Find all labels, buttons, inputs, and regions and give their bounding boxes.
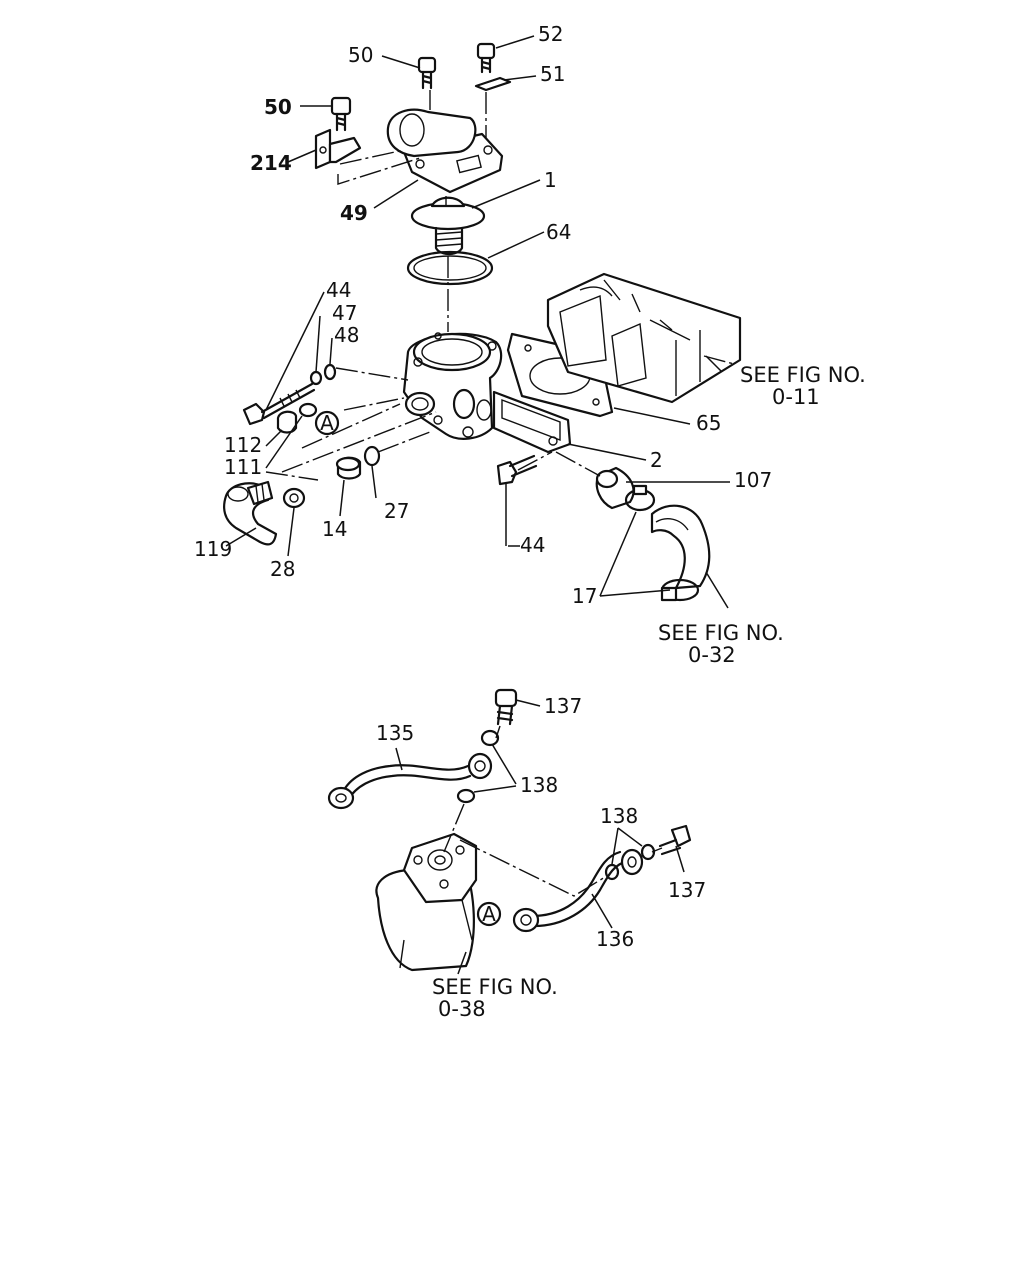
oil-pipe-136 (512, 848, 644, 933)
callout-51: 51 (540, 62, 565, 86)
callout-52: 52 (538, 22, 563, 46)
washer-138-top-a (480, 729, 500, 747)
marker-a-upper-text: A (320, 411, 334, 435)
callout-48: 48 (334, 323, 359, 347)
callout-136: 136 (596, 927, 634, 951)
washer-111 (298, 402, 318, 418)
washer-47 (309, 370, 323, 386)
gasket-64 (406, 250, 494, 286)
reference-fig-0-32-line2: 0-32 (688, 643, 736, 667)
callout-135: 135 (376, 721, 414, 745)
washer-138-top-b (456, 788, 476, 804)
washer-51 (474, 76, 512, 92)
callout-28: 28 (270, 557, 295, 581)
callout-50-left: 50 (264, 95, 292, 119)
marker-a-lower: A (476, 901, 502, 927)
callout-49: 49 (340, 201, 368, 225)
bolt-44-lower (496, 454, 538, 486)
callout-47: 47 (332, 301, 357, 325)
washer-138-right-b (640, 843, 656, 861)
reference-fig-0-11-line2: 0-11 (772, 385, 820, 409)
bolt-50-left (330, 96, 352, 132)
callout-44-top: 44 (326, 278, 351, 302)
reference-fig-0-38-line1: SEE FIG NO. (432, 975, 558, 999)
washer-27 (363, 445, 381, 467)
hose-joint-107 (595, 466, 635, 510)
callout-119: 119 (194, 537, 232, 561)
reference-fig-0-32-line1: SEE FIG NO. (658, 621, 784, 645)
cylinder-head (546, 272, 742, 404)
callout-107: 107 (734, 468, 772, 492)
water-outlet-housing (402, 332, 503, 440)
callout-14: 14 (322, 517, 347, 541)
callout-50-top: 50 (348, 43, 373, 67)
callout-214: 214 (250, 151, 292, 175)
eye-bolt-137-right (658, 824, 692, 856)
thermostat-1 (410, 196, 486, 256)
reference-fig-0-11: SEE FIG NO. 0-11 (740, 363, 866, 409)
grommet-28 (282, 487, 306, 509)
callout-27: 27 (384, 499, 409, 523)
callout-2: 2 (650, 448, 663, 472)
callout-65: 65 (696, 411, 721, 435)
reference-fig-0-38: SEE FIG NO. 0-38 (432, 975, 558, 1021)
callout-137-right: 137 (668, 878, 706, 902)
callout-44-bottom: 44 (520, 533, 545, 557)
callout-138-top: 138 (520, 773, 558, 797)
plug-14 (335, 456, 362, 480)
callout-112: 112 (224, 433, 262, 457)
marker-a-upper: A (314, 410, 340, 436)
bracket-214 (314, 128, 362, 170)
marker-a-lower-text: A (482, 902, 496, 926)
oil-pipe-135 (327, 752, 493, 810)
elbow-119 (223, 480, 278, 546)
pipe-flange-2 (492, 390, 572, 454)
washer-48 (323, 363, 337, 381)
callout-137-top: 137 (544, 694, 582, 718)
eye-bolt-137-top (494, 688, 518, 726)
callout-111: 111 (224, 455, 262, 479)
clamp-17-upper (624, 484, 656, 512)
bolt-44-upper (242, 382, 316, 426)
reference-fig-0-32: SEE FIG NO. 0-32 (658, 621, 784, 667)
callout-1: 1 (544, 168, 557, 192)
injection-pump (375, 832, 478, 972)
callout-17: 17 (572, 584, 597, 608)
thermostat-cover-49 (386, 108, 504, 194)
water-hose (650, 504, 711, 590)
callout-64: 64 (546, 220, 571, 244)
bolt-52 (476, 42, 496, 74)
reference-fig-0-38-line2: 0-38 (438, 997, 486, 1021)
bolt-50-top (417, 56, 437, 90)
washer-138-right-a (604, 863, 620, 881)
callout-138-right: 138 (600, 804, 638, 828)
reference-fig-0-11-line1: SEE FIG NO. (740, 363, 866, 387)
